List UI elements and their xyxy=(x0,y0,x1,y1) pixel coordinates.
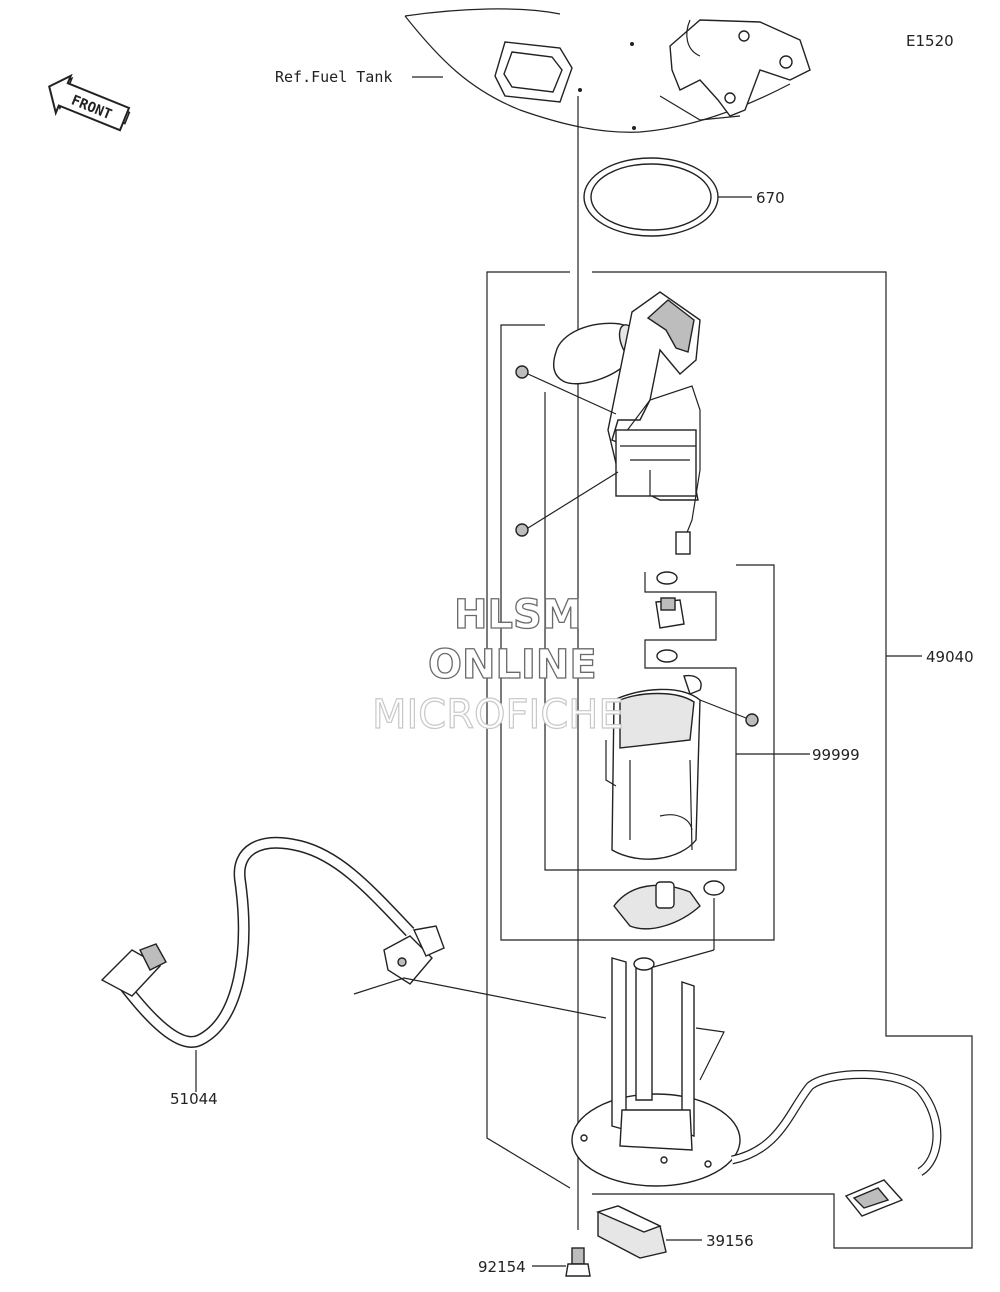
fuel-tank-reference: Ref.Fuel Tank xyxy=(275,8,811,133)
ref-fuel-tank-label: Ref.Fuel Tank xyxy=(275,68,392,86)
fuel-hose-part: 51044 xyxy=(100,836,607,1108)
o-ring-part: 670 xyxy=(583,157,785,237)
pad-part: 39156 xyxy=(595,1205,754,1259)
fuel-pump-module-part xyxy=(605,674,759,860)
bolt-part: 92154 xyxy=(478,1247,591,1277)
pump-base-plate-part xyxy=(571,898,741,1187)
callout-49040: 49040 xyxy=(926,648,974,666)
watermark-line-2: ONLINE xyxy=(428,642,597,688)
pressure-regulator-part xyxy=(644,571,717,669)
watermark: HLSM ONLINE MICROFICHE xyxy=(371,591,624,738)
watermark-line-3: MICROFICHE xyxy=(372,692,624,738)
callout-92154: 92154 xyxy=(478,1258,526,1276)
diagram-code: E1520 xyxy=(906,32,954,50)
assembly-outline-49040: 49040 xyxy=(486,271,974,1249)
watermark-line-1: HLSM xyxy=(454,592,582,638)
callout-670: 670 xyxy=(756,189,785,207)
assembly-outline-99999: 99999 xyxy=(544,392,860,871)
callout-51044: 51044 xyxy=(170,1090,218,1108)
filter-cup-part xyxy=(613,880,725,930)
callout-39156: 39156 xyxy=(706,1232,754,1250)
fuel-level-sender-part xyxy=(515,291,701,555)
sub-assembly-outline xyxy=(500,324,775,941)
callout-99999: 99999 xyxy=(812,746,860,764)
pump-harness-part xyxy=(730,1070,942,1217)
front-arrow-icon: FRONT xyxy=(48,73,131,132)
